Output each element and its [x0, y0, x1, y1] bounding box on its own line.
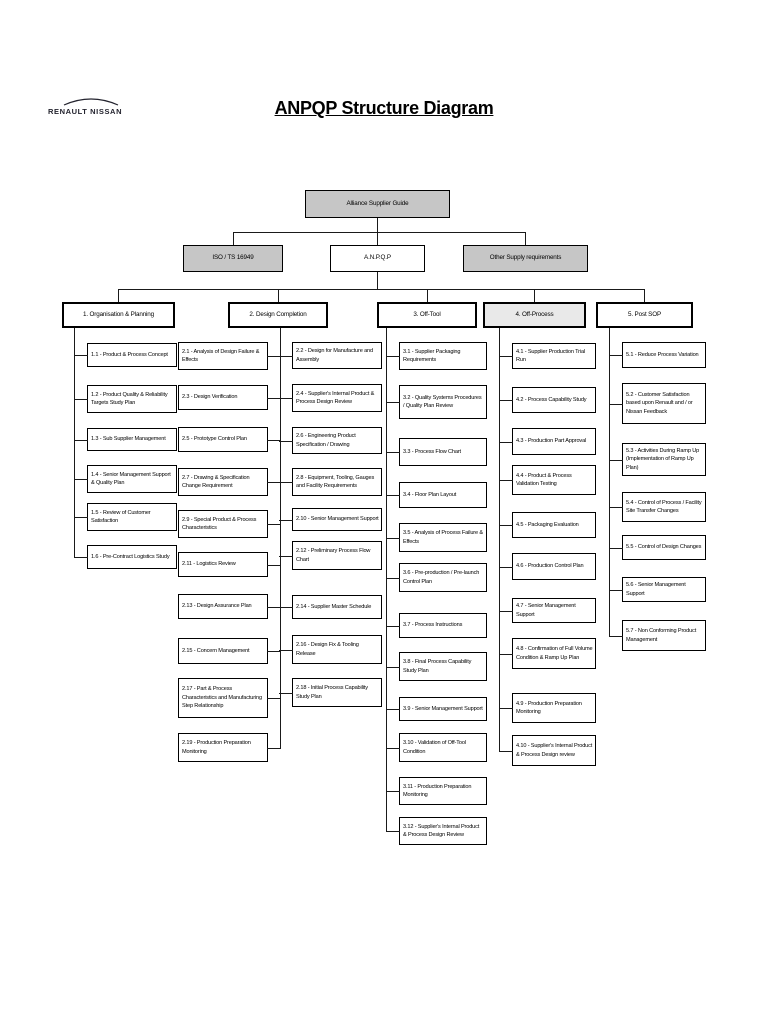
- node-2-7: 2.7 - Drawing & Specification Change Req…: [178, 468, 281, 496]
- node-5-3: 5.3 - Activities During Ramp Up (Impleme…: [609, 443, 706, 476]
- node-1-2: 1.2 - Product Quality & Reliability Targ…: [74, 385, 177, 413]
- column-header-1: 1. Organisation & Planning: [62, 302, 175, 328]
- column-header-5: 5. Post SOP: [596, 302, 693, 328]
- column-header-4: 4. Off-Process: [483, 302, 586, 328]
- node-5-6: 5.6 - Senior Management Support: [609, 577, 706, 602]
- node-2-14: 2.14 - Supplier Master Schedule: [279, 595, 382, 619]
- node-3-3: 3.3 - Process Flow Chart: [386, 438, 487, 466]
- column-header-3: 3. Off-Tool: [377, 302, 477, 328]
- node-2-1: 2.1 - Analysis of Design Failure & Effec…: [178, 342, 281, 370]
- node-alliance-supplier-guide: Alliance Supplier Guide: [305, 190, 450, 218]
- node-3-2: 3.2 - Quality Systems Procedures / Quali…: [386, 385, 487, 419]
- node-2-11: 2.11 - Logistics Review: [178, 552, 281, 577]
- node-2-6: 2.6 - Engineering Product Specification …: [279, 427, 382, 454]
- renault-nissan-logo: RENAULT NISSAN: [48, 96, 128, 122]
- node-4-2: 4.2 - Process Capability Study: [499, 387, 596, 413]
- connector-line: [377, 272, 378, 289]
- node-2-3: 2.3 - Design Verification: [178, 385, 281, 410]
- connector-line: [525, 232, 526, 245]
- connector-line: [534, 289, 535, 302]
- node-2-16: 2.16 - Design Fix & Tooling Release: [279, 635, 382, 664]
- column-spine-1: [74, 328, 75, 557]
- node-2-9: 2.9 - Special Product & Process Characte…: [178, 510, 281, 538]
- column-spine-5: [609, 328, 610, 636]
- node-3-1: 3.1 - Supplier Packaging Requirements: [386, 342, 487, 370]
- node-4-1: 4.1 - Supplier Production Trial Run: [499, 343, 596, 369]
- node-2-18: 2.18 - Initial Process Capability Study …: [279, 678, 382, 707]
- connector-line: [644, 289, 645, 302]
- connector-line: [278, 289, 279, 302]
- node-4-3: 4.3 - Production Part Approval: [499, 428, 596, 455]
- column-spine-3: [386, 328, 387, 831]
- node-3-9: 3.9 - Senior Management Support: [386, 697, 487, 721]
- node-3-10: 3.10 - Validation of Off-Tool Condition: [386, 733, 487, 762]
- node-4-8: 4.8 - Confirmation of Full Volume Condit…: [499, 638, 596, 669]
- node-1-6: 1.6 - Pre-Contract Logistics Study: [74, 545, 177, 569]
- node-3-6: 3.6 - Pre-production / Pre-launch Contro…: [386, 563, 487, 592]
- node-5-2: 5.2 - Customer Satisfaction based upon R…: [609, 383, 706, 424]
- node-5-7: 5.7 - Non Conforming Product Management: [609, 620, 706, 651]
- node-2-15: 2.15 - Concern Management: [178, 638, 281, 664]
- node-2-10: 2.10 - Senior Management Support: [279, 508, 382, 531]
- node-4-10: 4.10 - Supplier's Internal Product & Pro…: [499, 735, 596, 766]
- node-3-8: 3.8 - Final Process Capability Study Pla…: [386, 652, 487, 681]
- page-title: ANPQP Structure Diagram: [274, 98, 494, 118]
- node-other-supply-requirements: Other Supply requirements: [463, 245, 588, 272]
- node-1-4: 1.4 - Senior Management Support & Qualit…: [74, 465, 177, 493]
- node-4-5: 4.5 - Packaging Evaluation: [499, 512, 596, 538]
- connector-line: [427, 289, 428, 302]
- logo-text: RENAULT NISSAN: [48, 107, 123, 116]
- node-4-4: 4.4 - Product & Process Validation Testi…: [499, 465, 596, 495]
- node-5-1: 5.1 - Reduce Process Variation: [609, 342, 706, 368]
- connector-line: [118, 289, 119, 302]
- column-spine-4: [499, 328, 500, 751]
- node-3-12: 3.12 - Supplier's Internal Product & Pro…: [386, 817, 487, 845]
- column-header-2: 2. Design Completion: [228, 302, 328, 328]
- connector-line: [233, 232, 526, 233]
- connector-line: [233, 232, 234, 245]
- node-1-3: 1.3 - Sub Supplier Management: [74, 428, 177, 451]
- node-4-7: 4.7 - Senior Management Support: [499, 598, 596, 623]
- node-2-17: 2.17 - Part & Process Characteristics an…: [178, 678, 281, 718]
- node-4-9: 4.9 - Production Preparation Monitoring: [499, 693, 596, 723]
- node-3-5: 3.5 - Analysis of Process Failure & Effe…: [386, 523, 487, 552]
- node-2-4: 2.4 - Supplier's Internal Product & Proc…: [279, 384, 382, 412]
- node-2-8: 2.8 - Equipment, Tooling, Gauges and Fac…: [279, 468, 382, 496]
- node-5-5: 5.5 - Control of Design Changes: [609, 535, 706, 560]
- node-4-6: 4.6 - Production Control Plan: [499, 553, 596, 580]
- connector-line: [377, 218, 378, 232]
- node-2-2: 2.2 - Design for Manufacture and Assembl…: [279, 342, 382, 369]
- node-2-19: 2.19 - Production Preparation Monitoring: [178, 733, 281, 762]
- connector-line: [118, 289, 645, 290]
- column-spine-2: [280, 328, 281, 748]
- node-2-5: 2.5 - Prototype Control Plan: [178, 427, 281, 452]
- node-1-1: 1.1 - Product & Process Concept: [74, 343, 177, 367]
- node-3-7: 3.7 - Process Instructions: [386, 613, 487, 638]
- node-3-11: 3.11 - Production Preparation Monitoring: [386, 777, 487, 805]
- node-iso-ts-16949: ISO / TS 16949: [183, 245, 283, 272]
- node-2-13: 2.13 - Design Assurance Plan: [178, 594, 281, 619]
- node-3-4: 3.4 - Floor Plan Layout: [386, 482, 487, 508]
- node-5-4: 5.4 - Control of Process / Facility Site…: [609, 492, 706, 522]
- node-2-12: 2.12 - Preliminary Process Flow Chart: [279, 541, 382, 570]
- logo-arc-icon: [63, 98, 119, 106]
- node-1-5: 1.5 - Review of Customer Satisfaction: [74, 503, 177, 531]
- connector-line: [377, 232, 378, 245]
- node-anpqp: A.N.P.Q.P: [330, 245, 425, 272]
